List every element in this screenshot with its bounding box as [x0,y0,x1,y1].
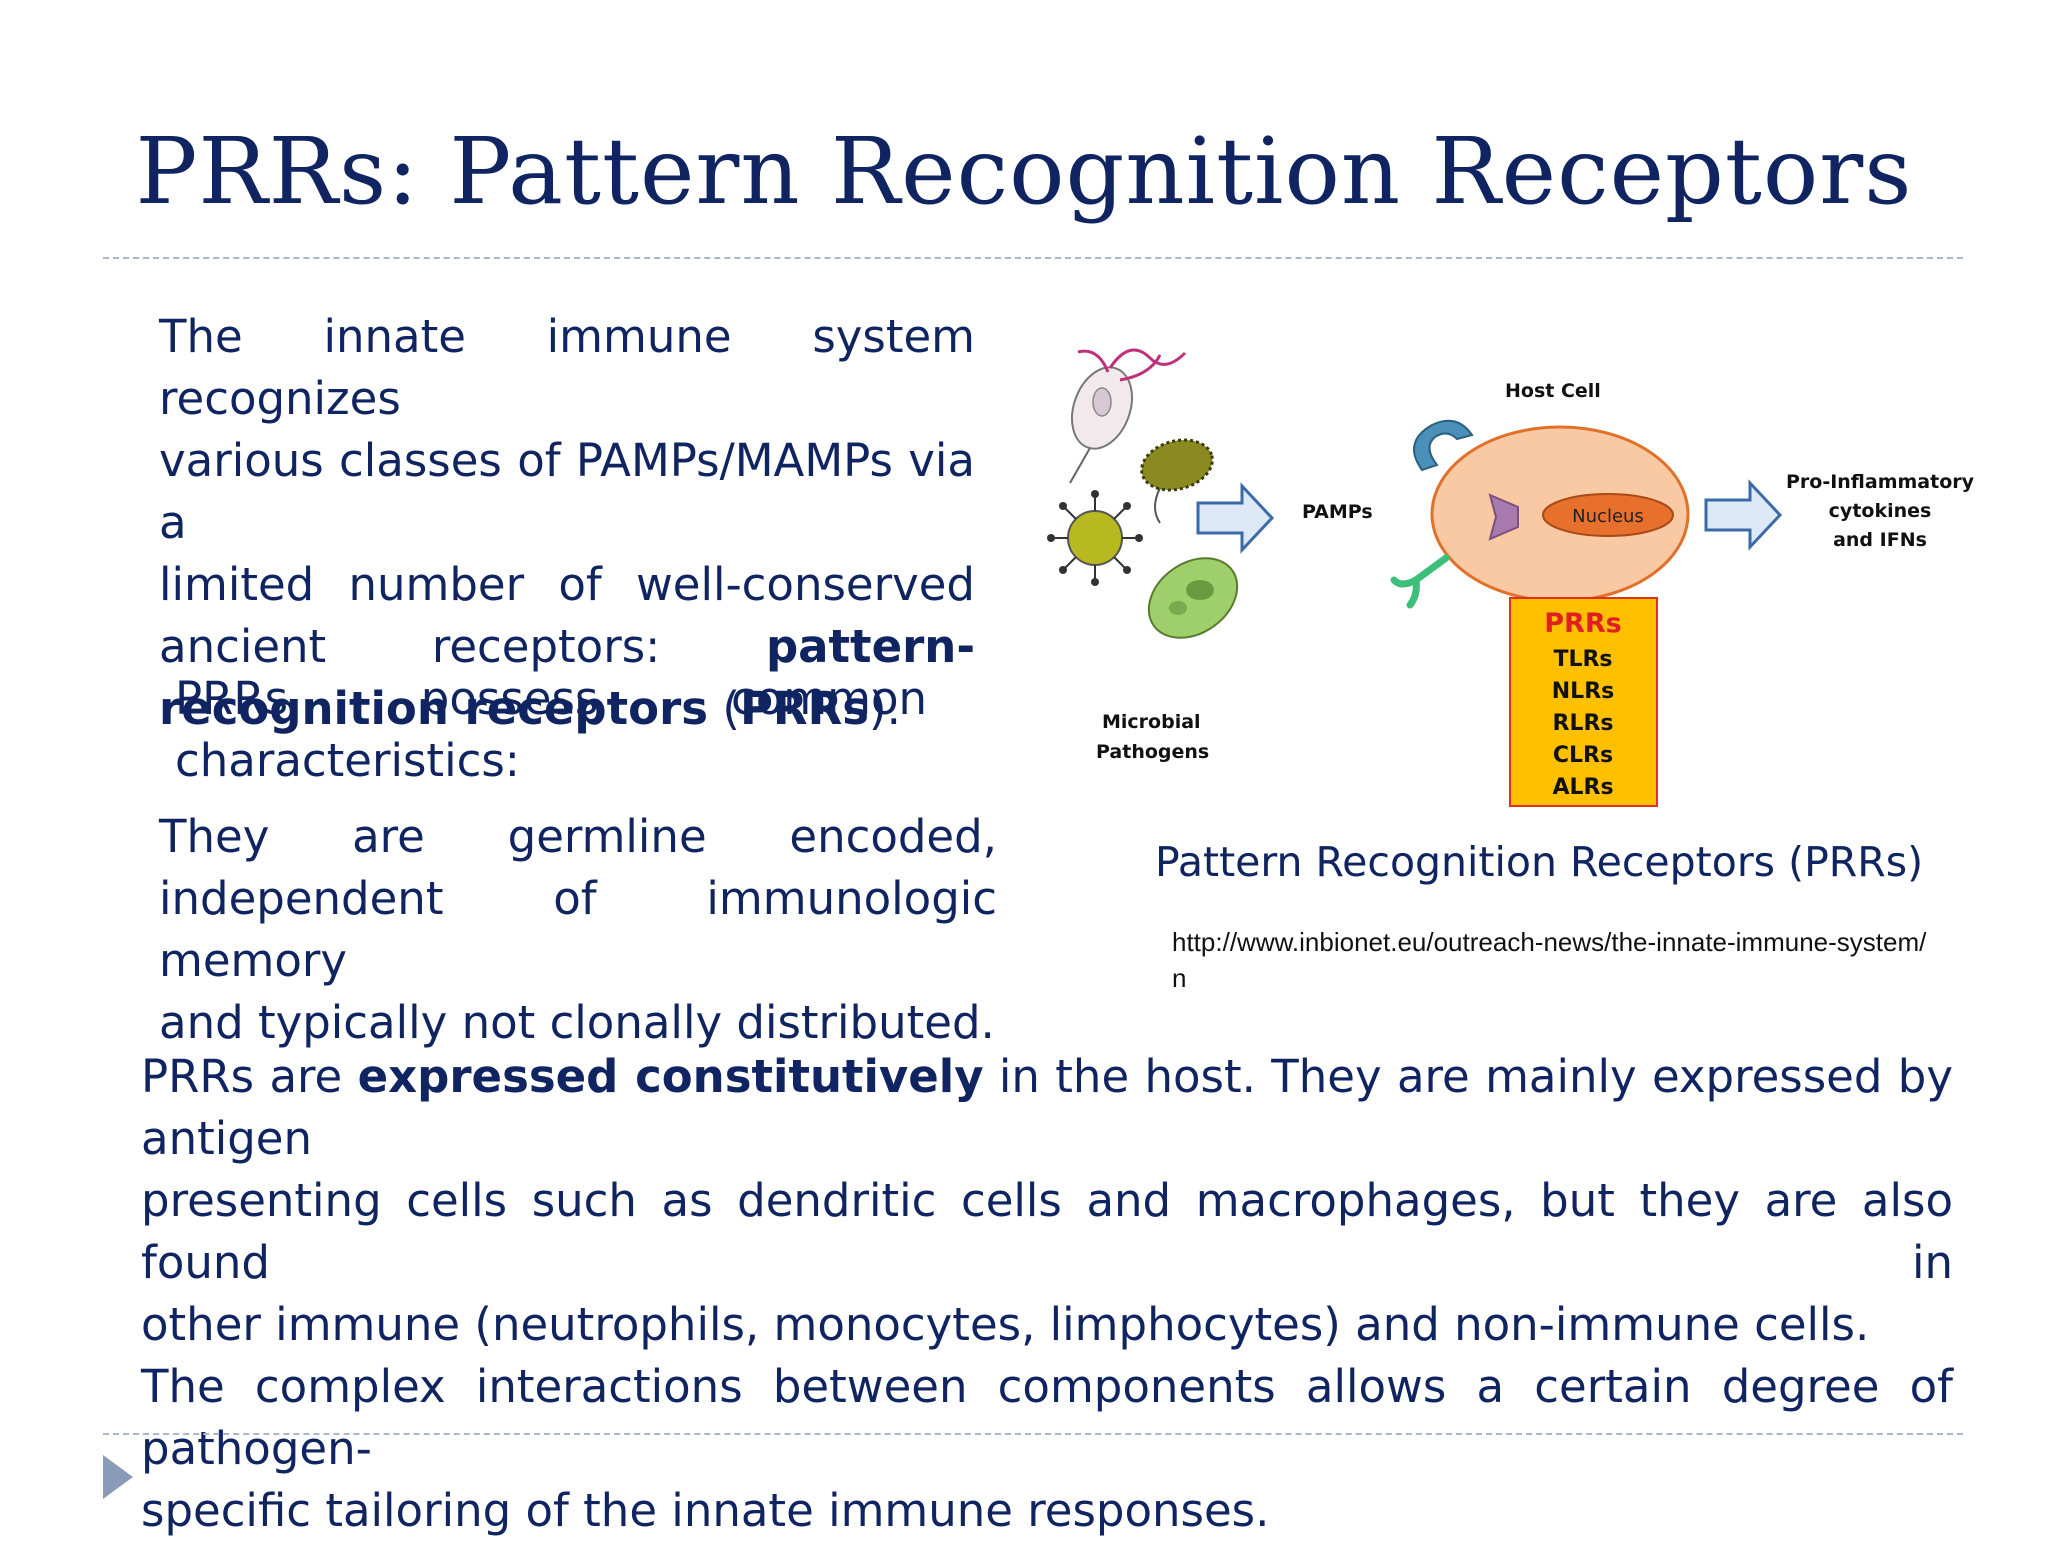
bacterium-icon [1140,438,1214,524]
intro-bold-recognition: recognition receptors [159,682,709,735]
output-label-1: Pro-Inflammatory [1786,471,1975,493]
germline-paragraph: They are germline encoded, independent o… [159,806,997,1054]
slide-title: PRRs: Pattern Recognition Receptors [135,118,1913,225]
prr-item-alrs: ALRs [1552,775,1613,800]
bottom-line-5: specific tailoring of the innate immune … [141,1484,1270,1537]
green-receptor-icon [1390,554,1450,609]
protozoan-icon [1069,348,1187,484]
pathogens-label-2: Pathogens [1096,741,1209,763]
arrow-to-cell [1196,482,1275,554]
bottom-paragraph: PRRs are expressed constitutively in the… [141,1046,1953,1542]
bottom-line-1-start: PRRs are [141,1050,343,1103]
output-label-2: cytokines [1829,500,1932,522]
intro-paragraph: The innate immune system recognizes vari… [159,306,975,740]
bottom-bold-expressed: expressed constitutively [357,1050,984,1103]
bottom-line-3: other immune (neutrophils, monocytes, li… [141,1298,1870,1351]
green-protist-icon [1147,557,1239,639]
bottom-line-1-end: in the host. They are mainly expressed b… [141,1050,1953,1165]
pamps-label: PAMPs [1302,501,1373,523]
bottom-line-1: PRRs are expressed constitutively in the… [141,1046,1953,1170]
intro-line-1: The innate immune system recognizes [159,310,975,425]
intro-line-3: limited number of well-conserved [159,558,975,611]
prr-box [1509,597,1658,807]
prr-box-title: PRRs [1544,608,1621,639]
title-divider [103,257,1963,259]
prr-item-clrs: CLRs [1553,743,1613,768]
bottom-line-2: presenting cells such as dendritic cells… [141,1174,1953,1289]
nucleus-label: Nucleus [1572,506,1644,527]
common-line-2: characteristics: [175,734,520,787]
prr-item-rlrs: RLRs [1553,711,1614,736]
intro-line-4-text: ancient receptors: [159,620,661,673]
germline-line-1: They are germline encoded, [159,810,997,863]
purple-receptor-icon [1488,493,1519,541]
footer-divider [103,1433,1963,1435]
virus-icon [1047,490,1143,586]
pathogens-label-1: Microbial [1102,711,1201,733]
output-label-3: and IFNs [1833,529,1927,551]
intro-line-2: various classes of PAMPs/MAMPs via a [159,434,975,549]
intro-bold-prrs: PRRs [739,682,870,735]
germline-line-2: independent of immunologic memory [159,872,997,987]
next-slide-arrow-icon[interactable] [103,1455,133,1499]
source-url: http://www.inbionet.eu/outreach-news/the… [1172,927,1927,993]
host-cell-label: Host Cell [1505,380,1601,402]
bottom-line-4: The complex interactions between compone… [141,1360,1953,1475]
intro-line-4: ancient receptors: pattern- [159,616,975,678]
blue-receptor-icon [1413,419,1474,472]
prr-item-nlrs: NLRs [1552,679,1614,704]
prr-diagram: Microbial Pathogens PAMPs Host Cell Nucl… [1047,348,1975,807]
prr-item-tlrs: TLRs [1553,647,1612,672]
figure-caption: Pattern Recognition Receptors (PRRs) [1155,838,1924,886]
arrow-to-output [1704,479,1783,551]
nucleus [1542,493,1674,537]
intro-bold-pattern: pattern- [765,620,975,673]
germline-line-3: and typically not clonally distributed. [159,996,995,1049]
common-characteristics: PRRs possess common characteristics: [175,668,927,792]
intro-line-5: recognition receptors (PRRs). [159,682,901,735]
common-line-1: PRRs possess common [175,672,927,725]
